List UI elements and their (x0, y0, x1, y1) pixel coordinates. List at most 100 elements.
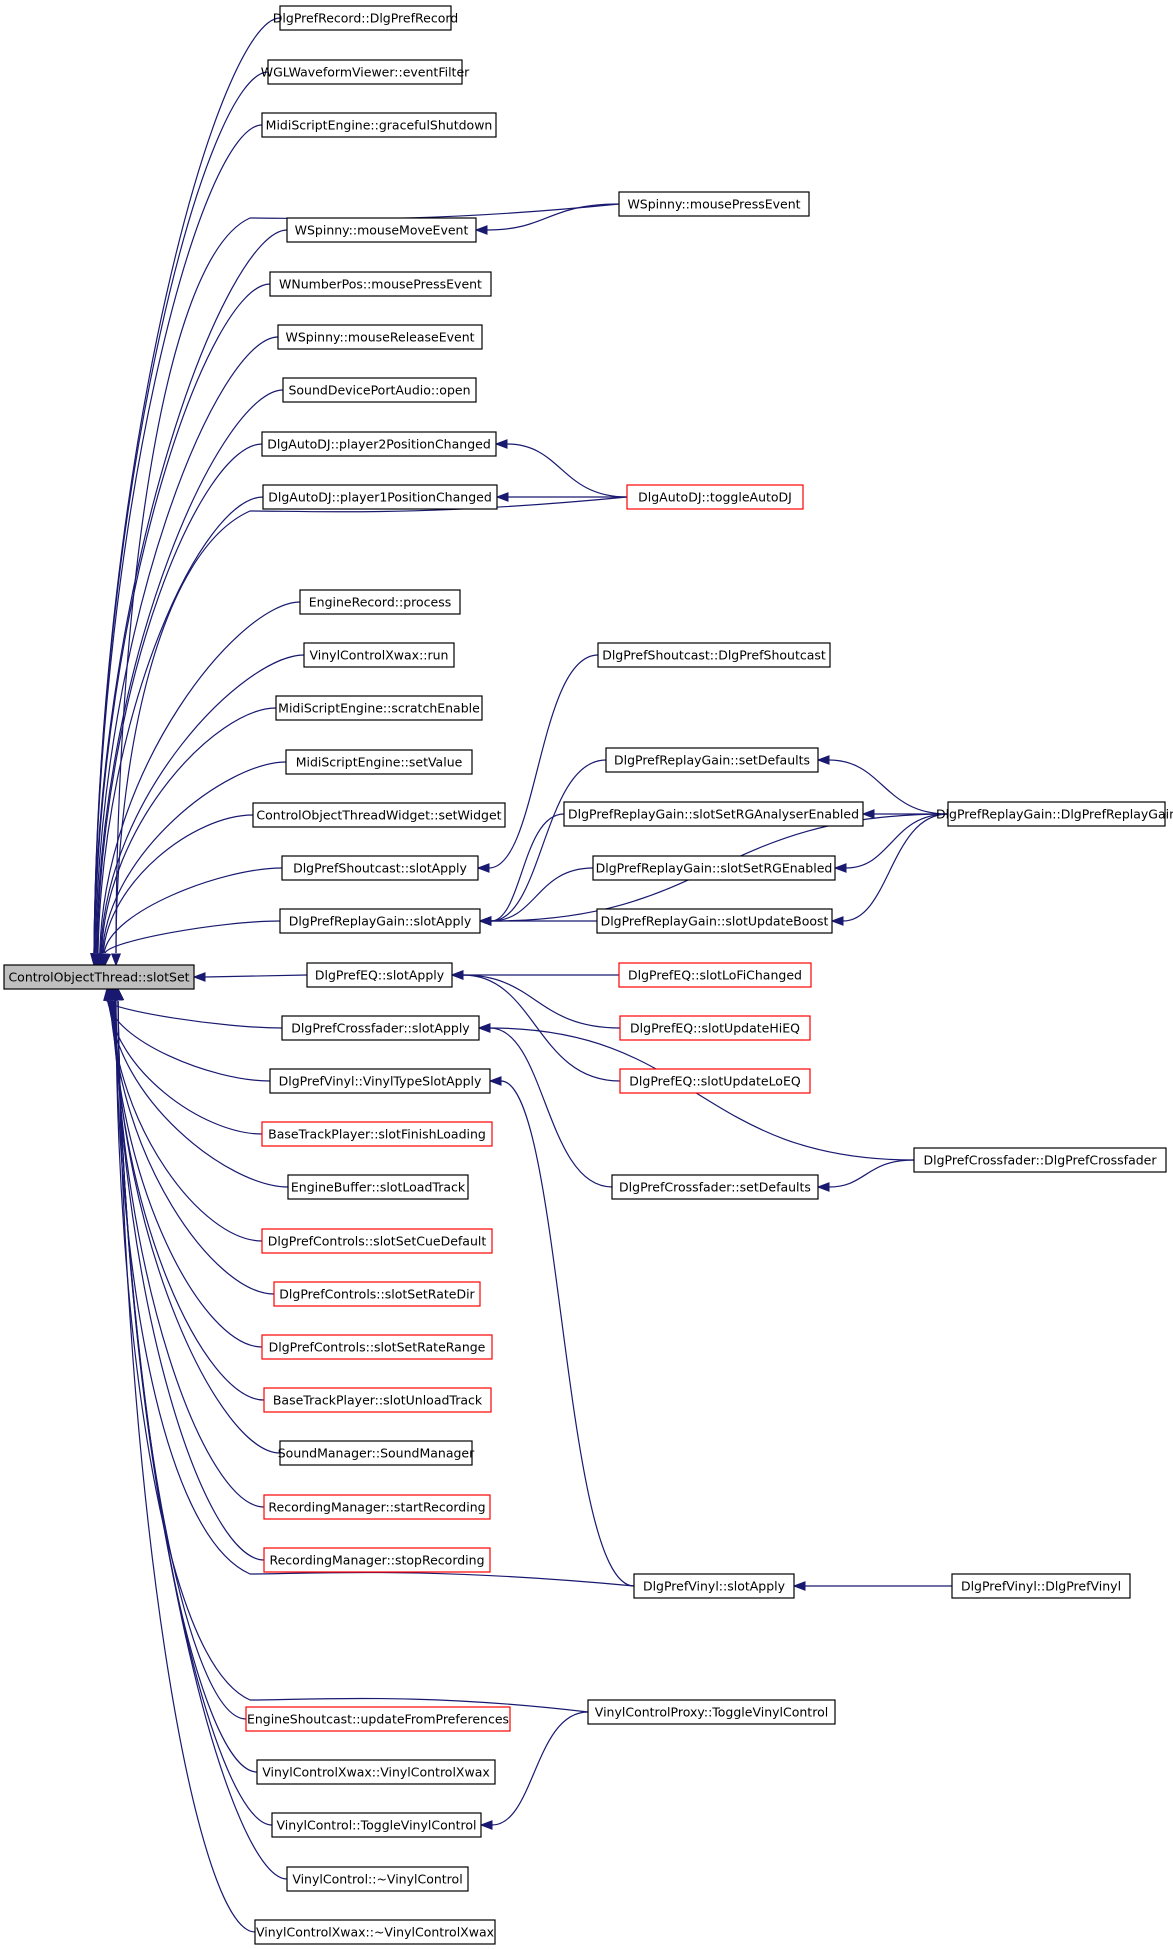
graph-node[interactable]: DlgAutoDJ::toggleAutoDJ (626, 484, 804, 510)
graph-node[interactable]: VinylControlXwax::run (303, 642, 455, 668)
graph-node[interactable]: VinylControl::~VinylControl (286, 1866, 469, 1892)
graph-node[interactable]: DlgPrefEQ::slotUpdateLoEQ (619, 1068, 811, 1094)
graph-node[interactable]: DlgPrefCrossfader::slotApply (281, 1015, 480, 1041)
graph-node[interactable]: MidiScriptEngine::setValue (285, 749, 473, 775)
graph-node[interactable]: DlgPrefEQ::slotApply (306, 962, 453, 988)
graph-node[interactable]: SoundDevicePortAudio::open (282, 377, 477, 403)
graph-edge (104, 920, 281, 954)
graph-node-label: DlgPrefShoutcast::slotApply (293, 861, 467, 876)
graph-edge (107, 1000, 271, 1082)
graph-edge (106, 1000, 283, 1029)
graph-node-label: VinylControlXwax::run (310, 648, 449, 663)
graph-node-box (261, 1334, 493, 1360)
graph-edge (204, 974, 308, 978)
graph-nodes: ControlObjectThread::slotSet DlgPrefRecor… (3, 5, 1173, 1945)
graph-node[interactable]: VinylControlXwax::VinylControlXwax (256, 1759, 496, 1785)
graph-node[interactable]: DlgPrefControls::slotSetRateDir (273, 1281, 481, 1307)
graph-node[interactable]: DlgPrefReplayGain::slotSetRGAnalyserEnab… (563, 801, 864, 827)
graph-node[interactable]: DlgPrefControls::slotSetCueDefault (261, 1228, 493, 1254)
graph-node-box (256, 1759, 496, 1785)
graph-node[interactable]: DlgPrefRecord::DlgPrefRecord (273, 5, 458, 31)
graph-node[interactable]: DlgPrefVinyl::slotApply (633, 1573, 795, 1599)
graph-node[interactable]: WSpinny::mouseReleaseEvent (277, 324, 483, 350)
graph-node-box (261, 112, 497, 138)
graph-node[interactable]: ControlObjectThreadWidget::setWidget (252, 802, 506, 828)
graph-node-label: DlgPrefReplayGain::slotSetRGAnalyserEnab… (568, 807, 859, 822)
graph-node-box (285, 749, 473, 775)
graph-node[interactable]: DlgPrefReplayGain::DlgPrefReplayGain (936, 801, 1173, 827)
graph-edge (93, 71, 269, 954)
graph-node-box (261, 431, 497, 457)
graph-node[interactable]: EngineShoutcast::updateFromPreferences (245, 1706, 511, 1732)
graph-node[interactable]: DlgPrefReplayGain::slotApply (279, 908, 481, 934)
graph-edge (117, 1000, 288, 1880)
graph-node-box (563, 801, 864, 827)
graph-node[interactable]: EngineBuffer::slotLoadTrack (287, 1174, 469, 1200)
graph-node[interactable]: WSpinny::mousePressEvent (618, 191, 810, 217)
graph-node[interactable]: SoundManager::SoundManager (278, 1440, 475, 1466)
graph-node[interactable]: BaseTrackPlayer::slotFinishLoading (261, 1121, 493, 1147)
graph-node[interactable]: MidiScriptEngine::scratchEnable (275, 695, 483, 721)
graph-node[interactable]: VinylControl::ToggleVinylControl (271, 1812, 482, 1838)
graph-node[interactable]: WNumberPos::mousePressEvent (269, 271, 492, 297)
graph-node[interactable]: RecordingManager::stopRecording (263, 1547, 491, 1573)
graph-node-box (279, 5, 452, 31)
graph-node-box (287, 1174, 469, 1200)
graph-edge (93, 229, 288, 954)
graph-node[interactable]: DlgPrefShoutcast::slotApply (281, 855, 479, 881)
graph-node[interactable]: DlgAutoDJ::player1PositionChanged (262, 484, 498, 510)
graph-node-label: DlgPrefShoutcast::DlgPrefShoutcast (602, 648, 826, 663)
graph-node-label: RecordingManager::startRecording (268, 1500, 485, 1515)
graph-node[interactable]: VinylControlProxy::ToggleVinylControl (587, 1699, 836, 1725)
graph-node[interactable]: DlgPrefVinyl::DlgPrefVinyl (951, 1573, 1131, 1599)
graph-node-label: VinylControlProxy::ToggleVinylControl (595, 1705, 828, 1720)
graph-edge (115, 203, 620, 954)
graph-node-label: DlgPrefReplayGain::slotUpdateBoost (601, 914, 829, 929)
graph-node-box (252, 802, 506, 828)
graph-node-box (947, 801, 1166, 827)
graph-node[interactable]: EngineRecord::process (299, 589, 461, 615)
graph-edge (117, 1000, 247, 1720)
graph-node-box (281, 855, 479, 881)
graph-node[interactable]: DlgPrefEQ::slotUpdateHiEQ (619, 1015, 811, 1041)
graph-edge (842, 813, 949, 922)
graph-node-box (277, 324, 483, 350)
graph-node-box (618, 962, 812, 988)
graph-node[interactable]: DlgAutoDJ::player2PositionChanged (261, 431, 497, 457)
edge-arrowhead (830, 916, 844, 926)
graph-node-box (597, 642, 831, 668)
graph-node[interactable]: DlgPrefReplayGain::setDefaults (605, 747, 819, 773)
graph-node[interactable]: DlgPrefCrossfader::setDefaults (611, 1174, 819, 1200)
graph-node[interactable]: DlgPrefControls::slotSetRateRange (261, 1334, 493, 1360)
graph-node-label: EngineBuffer::slotLoadTrack (291, 1180, 466, 1195)
graph-node[interactable]: BaseTrackPlayer::slotUnloadTrack (263, 1387, 492, 1413)
graph-node-box (592, 855, 836, 881)
graph-node[interactable]: ControlObjectThread::slotSet (3, 964, 195, 990)
graph-node-label: DlgAutoDJ::player2PositionChanged (267, 437, 491, 452)
graph-node-label: DlgPrefCrossfader::DlgPrefCrossfader (924, 1153, 1158, 1168)
graph-node-label: DlgPrefEQ::slotApply (315, 968, 445, 983)
graph-node[interactable]: DlgPrefEQ::slotLoFiChanged (618, 962, 812, 988)
graph-node[interactable]: DlgPrefReplayGain::slotSetRGEnabled (592, 855, 836, 881)
graph-node[interactable]: DlgPrefCrossfader::DlgPrefCrossfader (913, 1147, 1167, 1173)
graph-node[interactable]: DlgPrefShoutcast::DlgPrefShoutcast (597, 642, 831, 668)
graph-node[interactable]: VinylControlXwax::~VinylControlXwax (254, 1919, 496, 1945)
graph-edge (97, 496, 264, 954)
graph-edge (489, 1027, 613, 1188)
graph-node[interactable]: WGLWaveformViewer::eventFilter (261, 59, 470, 85)
graph-node-box (269, 1068, 491, 1094)
graph-node[interactable]: RecordingManager::startRecording (263, 1494, 491, 1520)
graph-node[interactable]: MidiScriptEngine::gracefulShutdown (261, 112, 497, 138)
edge-arrowhead (861, 809, 875, 819)
graph-node-box (587, 1699, 836, 1725)
graph-node[interactable]: DlgPrefReplayGain::slotUpdateBoost (596, 908, 833, 934)
graph-node[interactable]: WSpinny::mouseMoveEvent (286, 217, 477, 243)
graph-node-label: EngineRecord::process (309, 595, 452, 610)
graph-node[interactable]: DlgPrefVinyl::VinylTypeSlotApply (269, 1068, 491, 1094)
graph-node-label: SoundManager::SoundManager (278, 1446, 475, 1461)
graph-node-label: VinylControlXwax::~VinylControlXwax (256, 1925, 494, 1940)
graph-edge (94, 336, 279, 954)
graph-node-label: WGLWaveformViewer::eventFilter (261, 65, 470, 80)
graph-node-box (254, 1919, 496, 1945)
graph-edge (506, 443, 628, 498)
